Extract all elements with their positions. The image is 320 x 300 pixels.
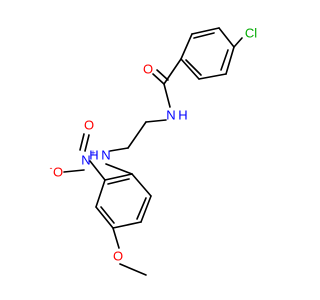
- bond: [95, 179, 106, 208]
- bond: [163, 83, 171, 108]
- amine-hydrogen: H: [89, 148, 98, 163]
- bond: [84, 134, 90, 152]
- nitro-nitrogen-atom: N: [81, 153, 90, 168]
- bond: [185, 59, 202, 76]
- bond: [107, 178, 130, 185]
- bond: [100, 206, 115, 224]
- bond: [109, 147, 129, 152]
- bond: [131, 173, 152, 197]
- bond: [127, 121, 147, 149]
- bond: [191, 27, 220, 35]
- bond: [156, 69, 169, 81]
- atom-labels: Cl O N H N H N + O O - O: [50, 26, 258, 264]
- bond: [63, 169, 85, 173]
- nitro-oxygen-double-atom: O: [84, 118, 94, 133]
- nitro-oxygen-charge: -: [50, 163, 53, 173]
- bond: [225, 46, 235, 75]
- bond: [104, 173, 133, 181]
- molecule-structure: Cl O N H N H N + O O - O: [50, 26, 258, 276]
- nitro-nitrogen-charge: +: [90, 148, 95, 158]
- bond: [218, 27, 235, 48]
- bond: [79, 133, 85, 151]
- bond: [152, 73, 165, 85]
- bond: [220, 49, 229, 71]
- bonds: [63, 27, 243, 276]
- bond: [145, 119, 167, 123]
- bond: [193, 32, 215, 39]
- amide-hydrogen: H: [178, 108, 187, 123]
- bond: [95, 206, 114, 229]
- methoxy-oxygen-atom: O: [113, 249, 123, 264]
- bond: [119, 263, 147, 276]
- bond: [233, 37, 243, 48]
- bond: [163, 58, 182, 85]
- carbonyl-oxygen-atom: O: [143, 62, 153, 77]
- amine-nitrogen-atom: N: [101, 148, 110, 163]
- nitro-oxygen-single-atom: O: [53, 165, 63, 180]
- bond: [112, 227, 120, 249]
- bond: [136, 197, 147, 220]
- bond: [112, 221, 142, 229]
- bond: [140, 195, 152, 223]
- amide-nitrogen-atom: N: [166, 108, 175, 123]
- bond: [105, 163, 133, 175]
- bond: [198, 73, 227, 80]
- bond: [180, 33, 193, 60]
- chlorine-atom: Cl: [245, 26, 257, 41]
- bond: [89, 160, 106, 181]
- bond: [180, 58, 200, 80]
